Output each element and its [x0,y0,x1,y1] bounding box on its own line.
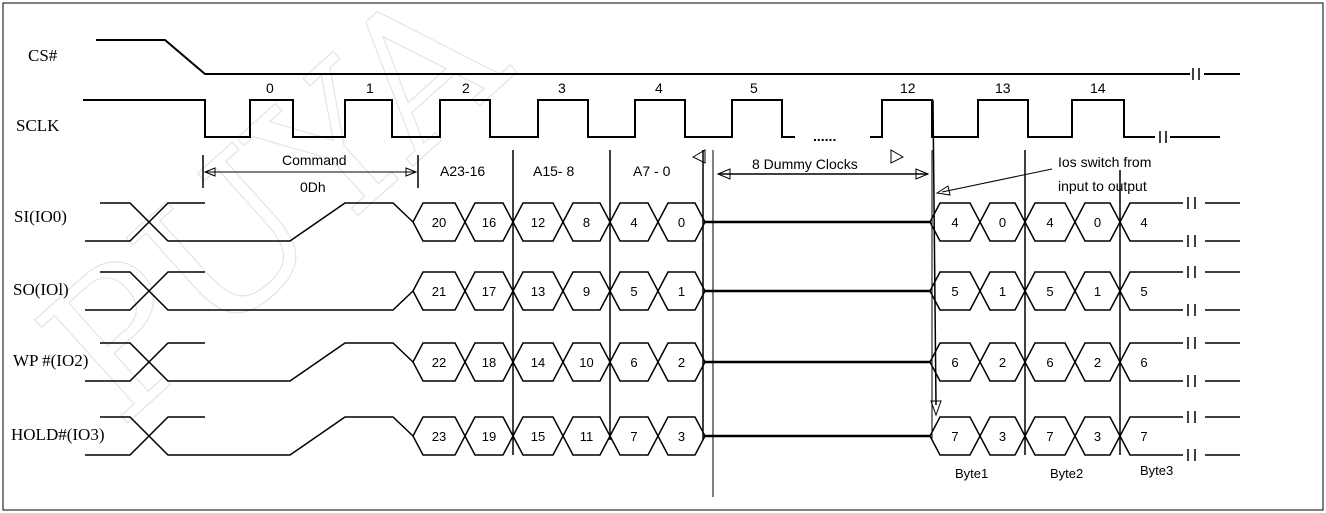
command-label: Command [282,152,347,168]
clock-numbers: 0 1 2 3 4 5 12 13 14 [266,80,1106,96]
io-switch-note-line1: Ios switch from [1058,154,1151,170]
hold-address-bit-label: 7 [630,429,637,444]
wp-address-bit-label: 10 [579,355,593,370]
so-address-bit-label: 21 [432,284,446,299]
hold-data-bit-label: 3 [999,429,1006,444]
hold-address-bit-label: 3 [678,429,685,444]
so-address-bit-label: 1 [678,284,685,299]
so-start-cross [85,271,205,311]
wp-data-bit-label: 6 [1046,355,1053,370]
si-data-bit-label: 0 [1094,215,1101,230]
so-address-bit-label: 13 [531,284,545,299]
so-command-phase [205,290,414,311]
so-address-bit-label: 5 [630,284,637,299]
so-data-bit-cell [1119,271,1183,311]
si-data-bit-label: 4 [1046,215,1053,230]
clock-gap-ellipsis: ...... [813,128,836,144]
hold-data-bit-label: 3 [1094,429,1101,444]
so-data-bit-label: 5 [951,284,958,299]
si-address-bit-label: 4 [630,215,637,230]
byte-label: Byte1 [955,466,988,481]
wp-data-bit-cell [1119,342,1183,382]
segment-a15-8: A15- 8 [533,163,574,179]
label-sclk: SCLK [16,116,60,135]
label-so: SO(IOl) [13,280,69,299]
clock-label: 0 [266,80,274,96]
watermark: PUYA [2,0,548,463]
si-address-bit-label: 16 [482,215,496,230]
si-data-bit-label: 4 [951,215,958,230]
hold-address-bit-label: 19 [482,429,496,444]
si-address-bit-label: 12 [531,215,545,230]
wp-address-bit-label: 2 [678,355,685,370]
byte-label: Byte2 [1050,466,1083,481]
hold-address-bit-label: 11 [580,429,594,444]
si-start-cross [85,202,205,242]
so-data-bit-label: 5 [1046,284,1053,299]
wp-data-bit-label: 2 [1094,355,1101,370]
clock-label: 13 [995,80,1011,96]
si-address-bit-label: 20 [432,215,446,230]
clock-label: 2 [462,80,470,96]
clock-label: 14 [1090,80,1106,96]
si-address-bit-label: 8 [583,215,590,230]
si-data-bit-label: 0 [999,215,1006,230]
clock-label: 12 [900,80,916,96]
clock-label: 1 [366,80,374,96]
dummy-clocks-label: 8 Dummy Clocks [752,156,858,172]
segment-a7-0: A7 - 0 [633,163,671,179]
hold-data-bit-label: 7 [1046,429,1053,444]
segment-a23-16: A23-16 [440,163,485,179]
label-wp: WP #(IO2) [13,351,88,370]
hold-data-bit-label: 7 [1140,429,1147,444]
phase-annotations: Command 0Dh A23-16 A15- 8 A7 - 0 8 Dummy… [203,99,1151,417]
wp-data-bit-label: 6 [951,355,958,370]
hold-data-bit-label: 7 [951,429,958,444]
sclk-waveform [83,99,1220,143]
si-data-bit-cell [1119,202,1183,242]
si-address-bit-label: 0 [678,215,685,230]
cs-waveform [96,39,1240,80]
io-switch-note-line2: input to output [1058,178,1147,194]
hold-data-bit-cell [1119,416,1183,456]
hold-address-bit-label: 23 [432,429,446,444]
clock-label: 3 [558,80,566,96]
wp-command-phase [205,342,414,382]
command-code: 0Dh [300,179,326,195]
clock-label: 4 [655,80,663,96]
wp-address-bit-label: 22 [432,355,446,370]
clock-label: 5 [750,80,758,96]
si-data-bit-label: 4 [1140,215,1147,230]
hold-command-phase [205,416,414,456]
so-data-bit-label: 1 [999,284,1006,299]
wp-address-bit-label: 14 [531,355,545,370]
so-data-bit-label: 1 [1094,284,1101,299]
so-data-bit-label: 5 [1140,284,1147,299]
wp-data-bit-label: 6 [1140,355,1147,370]
wp-address-bit-label: 6 [630,355,637,370]
label-cs: CS# [28,46,58,65]
so-address-bit-label: 17 [482,284,496,299]
hold-address-bit-label: 15 [531,429,545,444]
label-hold: HOLD#(IO3) [11,425,104,444]
hold-start-cross [85,416,205,456]
byte-label: Byte3 [1140,463,1173,478]
wp-data-bit-label: 2 [999,355,1006,370]
wp-start-cross [85,342,205,382]
so-address-bit-label: 9 [583,284,590,299]
label-si: SI(IO0) [14,207,67,226]
wp-address-bit-label: 18 [482,355,496,370]
si-command-phase [205,202,414,242]
